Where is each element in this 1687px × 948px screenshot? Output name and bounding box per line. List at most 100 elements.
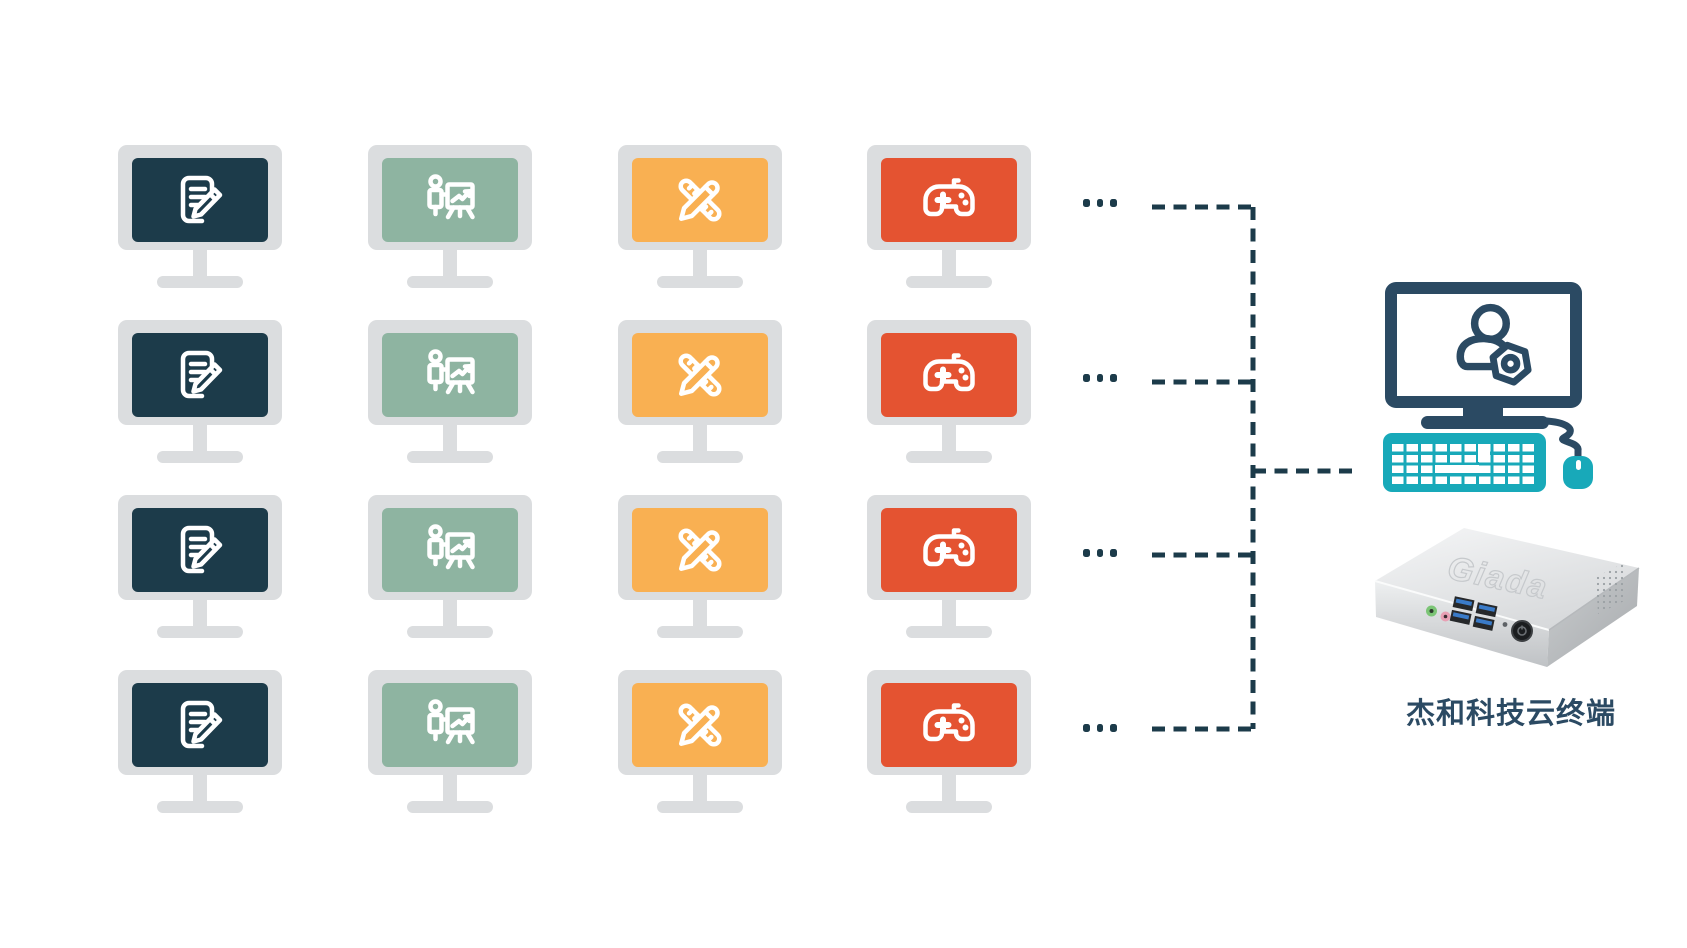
mouse: [1563, 456, 1593, 489]
vent-grille: [1596, 563, 1626, 614]
workstation-monitor-design: [618, 495, 782, 638]
monitor-stand-base: [906, 801, 992, 813]
mic-jack: [1440, 611, 1451, 622]
monitor-screen: [632, 683, 768, 767]
device-body: Giada: [1374, 528, 1640, 667]
monitor-stand-neck: [193, 775, 207, 803]
monitor-stand-neck: [693, 250, 707, 278]
ellipsis-dot: [1110, 724, 1117, 732]
monitor-stand-neck: [693, 775, 707, 803]
monitor-screen: [881, 508, 1017, 592]
monitor-bezel: [867, 495, 1031, 600]
workstation-monitor-document: [118, 670, 282, 813]
monitor-stand-base: [657, 626, 743, 638]
ellipsis-dot: [1110, 374, 1117, 382]
document-edit-icon: [168, 343, 232, 407]
monitor-screen: [881, 683, 1017, 767]
workstation-monitor-gaming: [867, 495, 1031, 638]
monitor-stand-base: [906, 451, 992, 463]
workstation-monitor-design: [618, 145, 782, 288]
presentation-icon: [418, 518, 482, 582]
monitor-bezel: [618, 320, 782, 425]
presentation-icon: [418, 343, 482, 407]
monitor-bezel: [368, 495, 532, 600]
row-ellipsis: [1083, 724, 1117, 732]
monitor-stand-neck: [942, 425, 956, 453]
workstation-monitor-document: [118, 320, 282, 463]
monitor-stand-base: [657, 801, 743, 813]
monitor-screen: [382, 508, 518, 592]
host-monitor-stand-base: [1421, 416, 1549, 429]
gamepad-icon: [917, 343, 981, 407]
workstation-monitor-design: [618, 670, 782, 813]
monitor-stand-neck: [693, 600, 707, 628]
document-edit-icon: [168, 693, 232, 757]
device-label: 杰和科技云终端: [1405, 698, 1616, 730]
monitor-stand-base: [157, 276, 243, 288]
gamepad-icon: [917, 518, 981, 582]
monitor-stand-neck: [942, 600, 956, 628]
row-ellipsis: [1083, 374, 1117, 382]
monitor-stand-base: [407, 451, 493, 463]
monitor-screen: [132, 683, 268, 767]
monitor-bezel: [118, 670, 282, 775]
device-logo: Giada: [1445, 549, 1552, 606]
workstation-monitor-document: [118, 495, 282, 638]
row-ellipsis: [1083, 549, 1117, 557]
monitor-bezel: [618, 145, 782, 250]
monitor-stand-base: [407, 276, 493, 288]
monitor-stand-base: [157, 801, 243, 813]
monitor-stand-base: [157, 626, 243, 638]
ellipsis-dot: [1083, 374, 1090, 382]
monitor-stand-neck: [193, 600, 207, 628]
monitor-bezel: [368, 145, 532, 250]
monitor-stand-neck: [193, 425, 207, 453]
ellipsis-dot: [1110, 199, 1117, 207]
presentation-icon: [418, 693, 482, 757]
monitor-stand-base: [407, 626, 493, 638]
power-button: [1511, 620, 1533, 642]
ellipsis-dot: [1083, 724, 1090, 732]
monitor-stand-neck: [443, 250, 457, 278]
monitor-screen: [382, 333, 518, 417]
document-edit-icon: [168, 168, 232, 232]
monitor-bezel: [118, 320, 282, 425]
monitor-screen: [632, 158, 768, 242]
monitor-bezel: [867, 145, 1031, 250]
audio-jack: [1426, 605, 1437, 617]
ruler-pencil-icon: [668, 693, 732, 757]
monitor-bezel: [368, 320, 532, 425]
workstation-monitor-gaming: [867, 320, 1031, 463]
device-front-ports: [1426, 596, 1533, 642]
monitor-bezel: [618, 670, 782, 775]
ellipsis-dot: [1096, 199, 1103, 207]
monitor-stand-base: [657, 276, 743, 288]
workstation-monitor-document: [118, 145, 282, 288]
ruler-pencil-icon: [668, 168, 732, 232]
workstation-monitor-presentation: [368, 670, 532, 813]
workstation-monitor-gaming: [867, 670, 1031, 813]
mouse-scroll-wheel: [1575, 460, 1581, 470]
monitor-stand-base: [407, 801, 493, 813]
ruler-pencil-icon: [668, 343, 732, 407]
monitor-stand-base: [157, 451, 243, 463]
ellipsis-dot: [1096, 374, 1103, 382]
presentation-icon: [418, 168, 482, 232]
monitor-stand-base: [906, 276, 992, 288]
ellipsis-dot: [1096, 549, 1103, 557]
monitor-stand-neck: [193, 250, 207, 278]
ruler-pencil-icon: [668, 518, 732, 582]
keyboard: [1383, 433, 1546, 492]
monitor-bezel: [118, 495, 282, 600]
monitor-screen: [881, 333, 1017, 417]
document-edit-icon: [168, 518, 232, 582]
keyboard-keys: [1392, 441, 1537, 484]
gamepad-icon: [917, 168, 981, 232]
monitor-bezel: [368, 670, 532, 775]
monitor-screen: [132, 508, 268, 592]
workstation-monitor-gaming: [867, 145, 1031, 288]
ellipsis-dot: [1096, 724, 1103, 732]
monitor-screen: [382, 683, 518, 767]
workstation-monitor-design: [618, 320, 782, 463]
monitor-stand-neck: [942, 775, 956, 803]
